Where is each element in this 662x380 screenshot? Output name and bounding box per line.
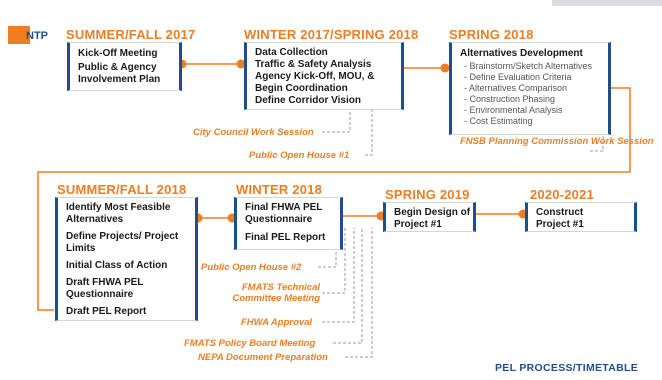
phase-subitem: - Environmental Analysis: [464, 105, 563, 115]
phase-box-summer-fall-2018: Identify Most Feasible Alternatives Defi…: [55, 197, 198, 321]
leader-event-6: [322, 228, 355, 323]
event-fhwa-approval: FHWA Approval: [241, 317, 313, 328]
phase-box-spring-2019: Begin Design of Project #1: [383, 202, 476, 232]
phase-title-2020-2021: 2020-2021: [530, 187, 594, 202]
phase-title-spring-2019: SPRING 2019: [385, 187, 470, 202]
phase-title-winter-2017-spring-2018: WINTER 2017/SPRING 2018: [244, 27, 419, 42]
node-dot: [236, 59, 246, 69]
phase-item: Construct Project #1: [536, 207, 584, 230]
event-city-council-work-session: City Council Work Session: [193, 127, 314, 138]
phase-subitem: - Alternatives Comparison: [464, 83, 568, 93]
event-public-open-house-1: Public Open House #1: [249, 150, 350, 161]
event-fnsb-planning-commission: FNSB Planning Commission Work Session: [460, 136, 654, 147]
header-bar: [552, 0, 662, 6]
phase-item: Initial Class of Action: [66, 260, 168, 271]
connector-3-4: [37, 87, 631, 311]
ntp-logo: [8, 26, 30, 44]
phase-item: Draft FHWA PEL Questionnaire: [66, 277, 144, 300]
phase-heading: Alternatives Development: [460, 48, 583, 59]
phase-item: Data Collection: [255, 47, 328, 58]
phase-item: Traffic & Safety Analysis: [255, 59, 372, 70]
leader-event-4: [318, 228, 337, 268]
event-nepa-document-preparation: NEPA Document Preparation: [198, 352, 328, 363]
event-public-open-house-2: Public Open House #2: [201, 262, 302, 273]
phase-title-spring-2018: SPRING 2018: [449, 27, 534, 42]
phase-box-spring-2018: Alternatives Development - Brainstorm/Sk…: [449, 42, 611, 135]
phase-subitem: - Brainstorm/Sketch Alternatives: [464, 61, 593, 71]
phase-item: Define Corridor Vision: [255, 95, 361, 106]
phase-box-winter-2017-spring-2018: Data Collection Traffic & Safety Analysi…: [244, 42, 404, 110]
leader-event-7: [333, 228, 363, 344]
phase-title-summer-fall-2018: SUMMER/FALL 2018: [57, 182, 187, 197]
leader-event-1: [322, 110, 351, 133]
phase-item: Public & Agency Involvement Plan: [78, 62, 161, 85]
leader-event-5: [322, 228, 346, 294]
event-fmats-policy-board: FMATS Policy Board Meeting: [184, 338, 316, 349]
leader-event-3: [590, 136, 604, 152]
phase-item: Agency Kick-Off, MOU, & Begin Coordinati…: [255, 71, 375, 94]
phase-item: Draft PEL Report: [66, 306, 147, 317]
logo-text: NTP: [26, 30, 48, 42]
leader-event-2: [365, 110, 373, 156]
phase-item: Identify Most Feasible Alternatives: [66, 202, 171, 225]
phase-item: Final FHWA PEL Questionnaire: [245, 202, 323, 225]
phase-item: Final PEL Report: [245, 232, 326, 243]
phase-box-2020-2021: Construct Project #1: [525, 202, 637, 232]
phase-item: Begin Design of Project #1: [394, 207, 471, 230]
phase-box-winter-2018: Final FHWA PEL Questionnaire Final PEL R…: [234, 197, 343, 250]
phase-title-winter-2018: WINTER 2018: [236, 182, 323, 197]
phase-box-summer-fall-2017: Kick-Off Meeting Public & Agency Involve…: [67, 42, 182, 91]
phase-item: Define Projects/ Project Limits: [66, 231, 179, 254]
phase-subitem: - Define Evaluation Criteria: [464, 72, 572, 82]
phase-title-summer-fall-2017: SUMMER/FALL 2017: [66, 27, 196, 42]
event-fmats-technical-committee: FMATS Technical Committee Meeting: [232, 282, 320, 304]
phase-subitem: - Construction Phasing: [464, 94, 556, 104]
diagram-caption: PEL PROCESS/TIMETABLE: [495, 362, 639, 374]
leader-event-8: [345, 228, 373, 358]
phase-subitem: - Cost Estimating: [464, 116, 533, 126]
node-dot: [440, 63, 450, 73]
phase-item: Kick-Off Meeting: [78, 48, 158, 59]
